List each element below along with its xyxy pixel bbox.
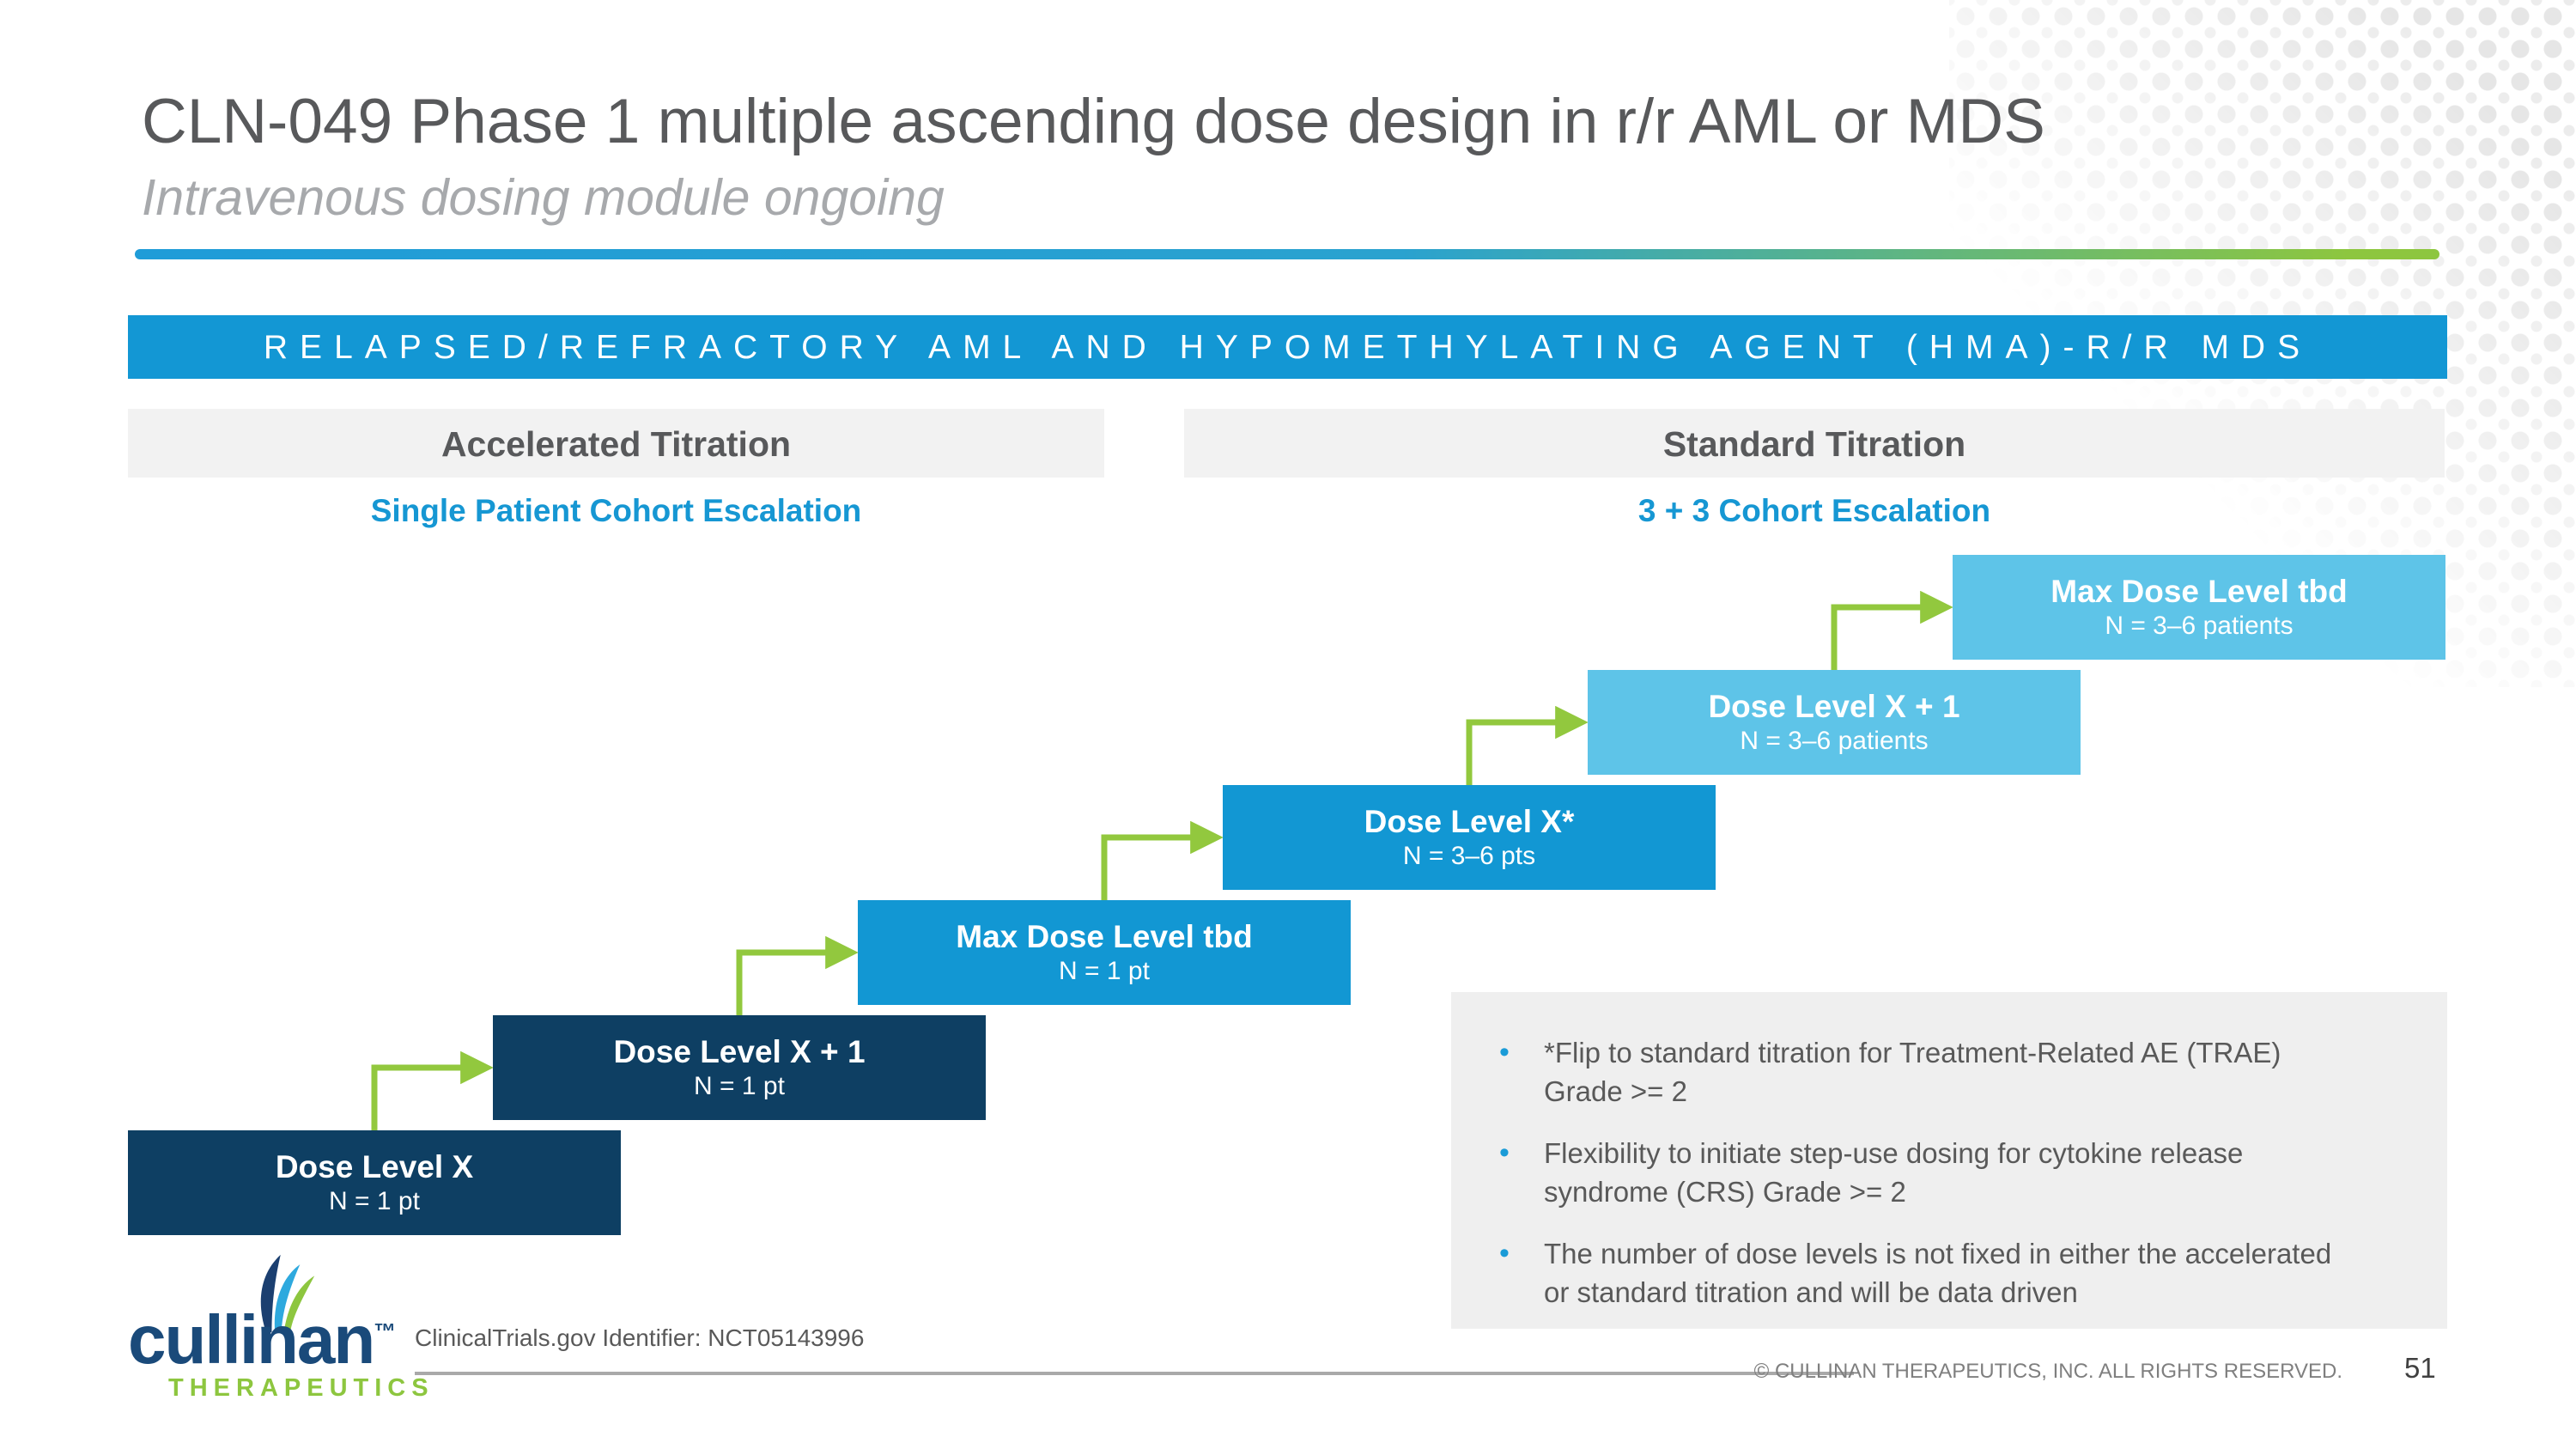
standard-titration-header: Standard Titration [1184,409,2445,478]
standard-titration-subheader: 3 + 3 Cohort Escalation [1637,493,1991,528]
slide-subtitle: Intravenous dosing module ongoing [142,169,945,226]
bullet-dot: • [1499,1237,1510,1269]
notes-panel: • *Flip to standard titration for Treatm… [1451,992,2447,1329]
logo-trademark: ™ [374,1318,397,1344]
dose-box-label: Max Dose Level tbd [2050,574,2348,609]
page-number: 51 [2404,1352,2436,1384]
bullet-dot: • [1499,1136,1510,1169]
dose-box-n: N = 3–6 patients [1740,727,1929,755]
escalation-arrow-1 [371,1050,494,1132]
escalation-arrow-4 [1466,705,1589,787]
logo-subtext: THERAPEUTICS [168,1374,434,1402]
copyright-text: © CULLINAN THERAPEUTICS, INC. ALL RIGHTS… [1753,1360,2342,1383]
dose-box-label: Dose Level X [275,1149,474,1184]
cullinan-logo: cullinan™ THERAPEUTICS [128,1235,471,1416]
note-item: • The number of dose levels is not fixed… [1499,1234,2413,1312]
bullet-dot: • [1499,1036,1510,1068]
dose-box-dose-level-x-star: Dose Level X* N = 3–6 pts [1223,785,1716,890]
dose-box-n: N = 3–6 pts [1402,842,1536,870]
note-text: The number of dose levels is not fixed i… [1544,1238,2332,1308]
dose-box-dose-level-x: Dose Level X N = 1 pt [128,1130,621,1235]
dose-box-dose-level-x-plus-1-standard: Dose Level X + 1 N = 3–6 patients [1588,670,2081,775]
accelerated-titration-header: Accelerated Titration [128,409,1104,478]
population-banner: RELAPSED/REFRACTORY AML AND HYPOMETHYLAT… [128,315,2447,379]
accelerated-titration-subheader: Single Patient Cohort Escalation [370,493,862,528]
note-text: Flexibility to initiate step-use dosing … [1544,1137,2244,1208]
note-item: • Flexibility to initiate step-use dosin… [1499,1134,2413,1211]
dose-box-n: N = 1 pt [329,1187,420,1215]
dose-box-dose-level-x-plus-1-accelerated: Dose Level X + 1 N = 1 pt [493,1015,986,1120]
logo-wordmark: cullinan™ [128,1301,397,1378]
dose-box-n: N = 1 pt [1059,957,1150,985]
dose-box-n: N = 3–6 patients [2105,612,2293,640]
footer-divider [415,1372,1854,1375]
dose-box-max-dose-level-accelerated: Max Dose Level tbd N = 1 pt [858,900,1351,1005]
dose-box-label: Dose Level X + 1 [613,1034,866,1069]
clinicaltrials-identifier: ClinicalTrials.gov Identifier: NCT051439… [415,1324,865,1351]
note-text: *Flip to standard titration for Treatmen… [1544,1037,2281,1107]
dose-box-label: Dose Level X* [1364,804,1575,839]
dose-box-label: Max Dose Level tbd [956,919,1253,954]
dose-box-label: Dose Level X + 1 [1708,689,1960,724]
escalation-arrow-3 [1101,820,1224,902]
note-item: • *Flip to standard titration for Treatm… [1499,1033,2413,1111]
dose-box-n: N = 1 pt [694,1072,785,1100]
escalation-arrow-2 [736,935,859,1017]
title-underline-gradient [135,249,2439,259]
slide-title: CLN-049 Phase 1 multiple ascending dose … [142,87,2045,156]
dose-box-max-dose-level-standard: Max Dose Level tbd N = 3–6 patients [1953,555,2445,660]
logo-leaves-icon [260,1254,315,1333]
escalation-arrow-5 [1831,590,1953,672]
